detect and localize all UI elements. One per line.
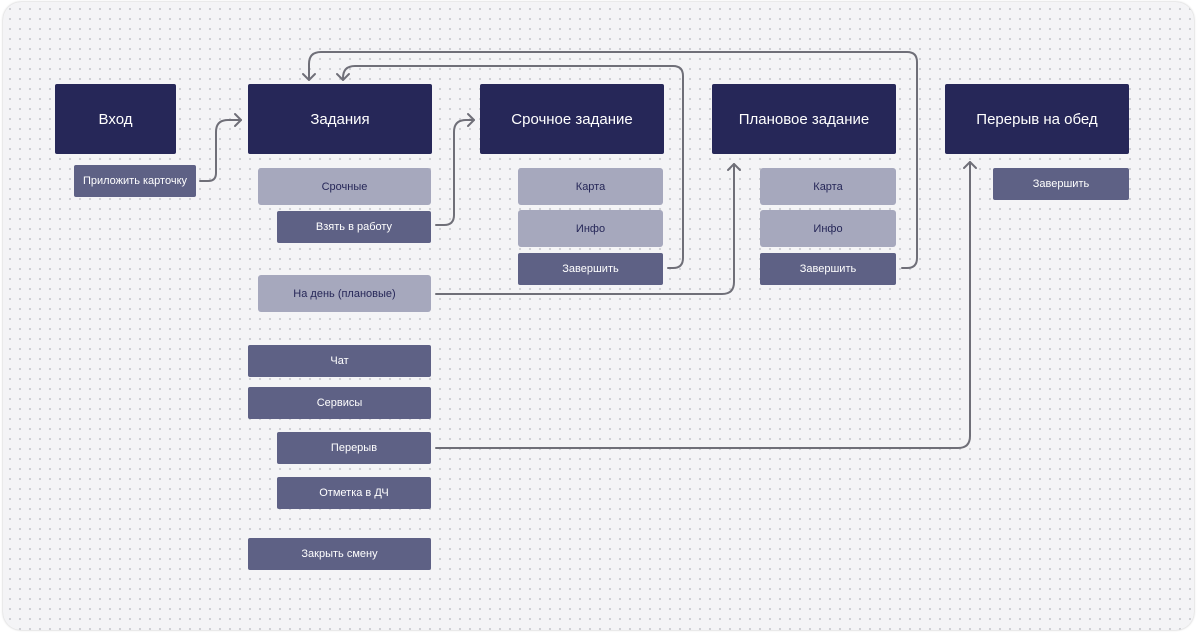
servisy-button[interactable]: Сервисы bbox=[248, 387, 431, 419]
srochnoe-karta-label: Карта bbox=[575, 180, 606, 193]
flow-diagram-canvas: Вход Задания Срочное задание Плановое за… bbox=[3, 2, 1194, 630]
planovoe-zavershit-button[interactable]: Завершить bbox=[760, 253, 896, 285]
chat-button[interactable]: Чат bbox=[248, 345, 431, 377]
zakryt-smenu-button[interactable]: Закрыть смену bbox=[248, 538, 431, 570]
otmetka-v-dch-button[interactable]: Отметка в ДЧ bbox=[277, 477, 431, 509]
screen-srochnoe-label: Срочное задание bbox=[511, 110, 633, 128]
na-den-label: На день (плановые) bbox=[293, 287, 396, 300]
otmetka-v-dch-label: Отметка в ДЧ bbox=[319, 487, 389, 499]
srochnoe-info-item[interactable]: Инфо bbox=[518, 210, 663, 247]
chat-label: Чат bbox=[330, 355, 349, 367]
screen-srochnoe[interactable]: Срочное задание bbox=[480, 84, 664, 154]
zakryt-smenu-label: Закрыть смену bbox=[301, 548, 378, 560]
planovoe-info-item[interactable]: Инфо bbox=[760, 210, 896, 247]
connectors-layer bbox=[199, 51, 977, 449]
arrow-take-to-urgent-head bbox=[467, 113, 475, 127]
arrow-break-to-lunch bbox=[435, 161, 971, 449]
screen-zadaniya[interactable]: Задания bbox=[248, 84, 432, 154]
planovoe-info-label: Инфо bbox=[813, 222, 843, 235]
planovoe-zavershit-label: Завершить bbox=[799, 263, 857, 275]
srochnoe-zavershit-label: Завершить bbox=[562, 263, 619, 275]
arrow-urgent-finish-to-tasks bbox=[342, 65, 684, 269]
obed-zavershit-label: Завершить bbox=[1032, 178, 1090, 190]
vzyat-v-rabotu-label: Взять в работу bbox=[315, 221, 393, 233]
screen-zadaniya-label: Задания bbox=[310, 110, 370, 128]
planovoe-karta-label: Карта bbox=[813, 180, 843, 193]
arrow-card-to-tasks bbox=[199, 119, 242, 182]
screen-planovoe-label: Плановое задание bbox=[738, 110, 870, 128]
arrow-planned-finish-to-tasks-head bbox=[302, 73, 316, 81]
screen-planovoe[interactable]: Плановое задание bbox=[712, 84, 896, 154]
srochnoe-zavershit-button[interactable]: Завершить bbox=[518, 253, 663, 285]
prilozhit-kartochku-label: Приложить карточку bbox=[82, 175, 188, 187]
arrow-urgent-finish-to-tasks-head bbox=[336, 73, 350, 81]
screen-vhod-label: Вход bbox=[98, 110, 133, 128]
prilozhit-kartochku-button[interactable]: Приложить карточку bbox=[74, 165, 196, 197]
srochnoe-karta-item[interactable]: Карта bbox=[518, 168, 663, 205]
vzyat-v-rabotu-button[interactable]: Взять в работу bbox=[277, 211, 431, 243]
screen-pereryv-obed[interactable]: Перерыв на обед bbox=[945, 84, 1129, 154]
screen-pereryv-obed-label: Перерыв на обед bbox=[976, 110, 1098, 128]
arrow-day-to-planned bbox=[435, 163, 735, 295]
srochnye-label: Срочные bbox=[321, 180, 368, 193]
arrow-day-to-planned-head bbox=[727, 163, 741, 171]
srochnye-item[interactable]: Срочные bbox=[258, 168, 431, 205]
pereryv-button[interactable]: Перерыв bbox=[277, 432, 431, 464]
arrow-planned-finish-to-tasks bbox=[308, 51, 918, 269]
screen-vhod[interactable]: Вход bbox=[55, 84, 176, 154]
srochnoe-info-label: Инфо bbox=[575, 222, 606, 235]
arrow-break-to-lunch-head bbox=[963, 161, 977, 169]
arrow-take-to-urgent bbox=[435, 119, 475, 226]
servisy-label: Сервисы bbox=[316, 397, 363, 409]
planovoe-karta-item[interactable]: Карта bbox=[760, 168, 896, 205]
arrow-card-to-tasks-head bbox=[234, 113, 242, 127]
pereryv-label: Перерыв bbox=[330, 442, 378, 454]
obed-zavershit-button[interactable]: Завершить bbox=[993, 168, 1129, 200]
na-den-item[interactable]: На день (плановые) bbox=[258, 275, 431, 312]
